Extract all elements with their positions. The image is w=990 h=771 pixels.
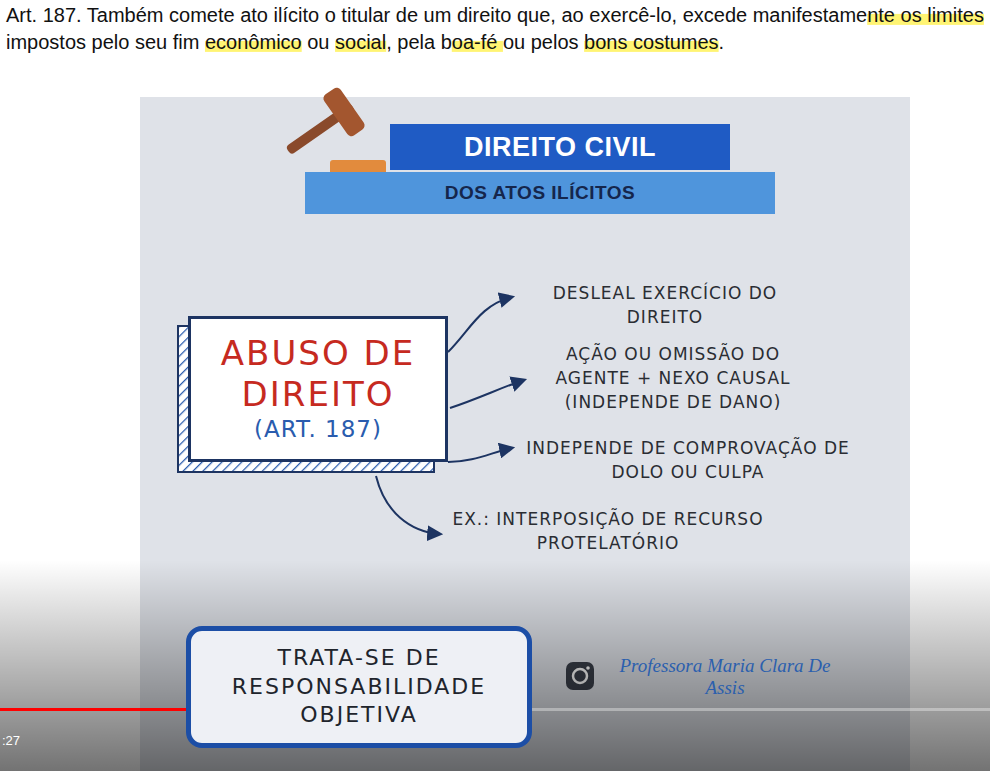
subtitle-band: DOS ATOS ILÍCITOS (305, 172, 775, 214)
feature-note: INDEPENDE DE COMPROVAÇÃO DE DOLO OU CULP… (518, 437, 858, 485)
node-heading: TRATA-SE DE RESPONSABILIDADE OBJETIVA (205, 644, 513, 730)
feature-note: DESLEAL EXERCÍCIO DO DIREITO (520, 282, 810, 330)
author-credit: Professora Maria Clara De Assis (600, 655, 850, 699)
background-panel (140, 97, 910, 771)
gavel-icon (274, 86, 394, 184)
node-heading: DOS ATOS ILÍCITOS (445, 182, 635, 205)
node-heading: DIREITO CIVIL (464, 131, 656, 163)
video-time: :27 (2, 733, 62, 749)
conclusion-box: TRATA-SE DE RESPONSABILIDADE OBJETIVA (186, 626, 532, 748)
title-box: DIREITO CIVIL (390, 124, 730, 170)
example-note: EX.: INTERPOSIÇÃO DE RECURSO PROTELATÓRI… (448, 508, 768, 556)
concept-box: ABUSO DE DIREITO(ART. 187) (188, 316, 448, 462)
article-text: Art. 187. Também comete ato ilícito o ti… (6, 2, 986, 56)
feature-note: AÇÃO OU OMISSÃO DO AGENTE + NEXO CAUSAL … (528, 343, 818, 414)
node-heading: ABUSO DE DIREITO (203, 333, 433, 415)
video-shade (0, 560, 990, 771)
node-subtext: (ART. 187) (254, 415, 382, 445)
